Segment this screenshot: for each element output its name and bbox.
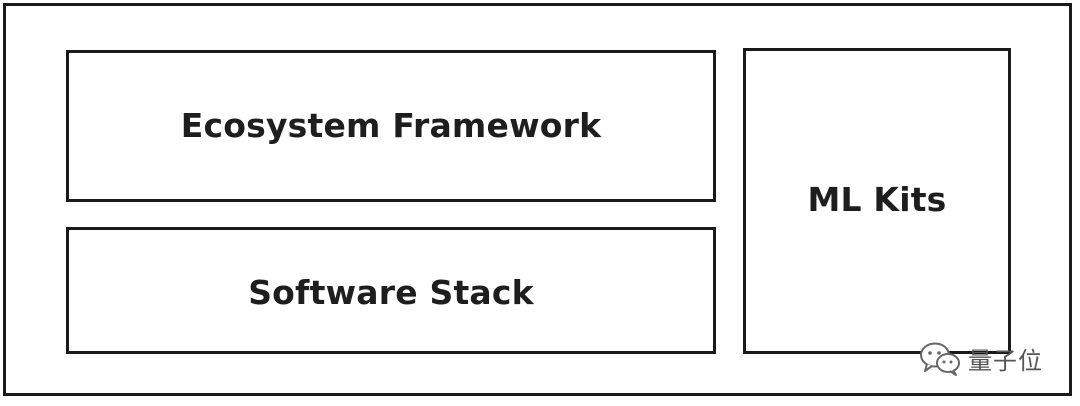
watermark: 量子位 bbox=[918, 340, 1043, 376]
wechat-icon bbox=[920, 342, 960, 376]
ecosystem-framework-label: Ecosystem Framework bbox=[180, 105, 602, 145]
ml-kits-label: ML Kits bbox=[807, 179, 947, 219]
software-stack-box: Software Stack bbox=[66, 227, 716, 354]
watermark-text: 量子位 bbox=[968, 346, 1043, 375]
ecosystem-framework-box: Ecosystem Framework bbox=[66, 50, 716, 202]
software-stack-label: Software Stack bbox=[248, 273, 534, 312]
ml-kits-box: ML Kits bbox=[743, 48, 1011, 354]
